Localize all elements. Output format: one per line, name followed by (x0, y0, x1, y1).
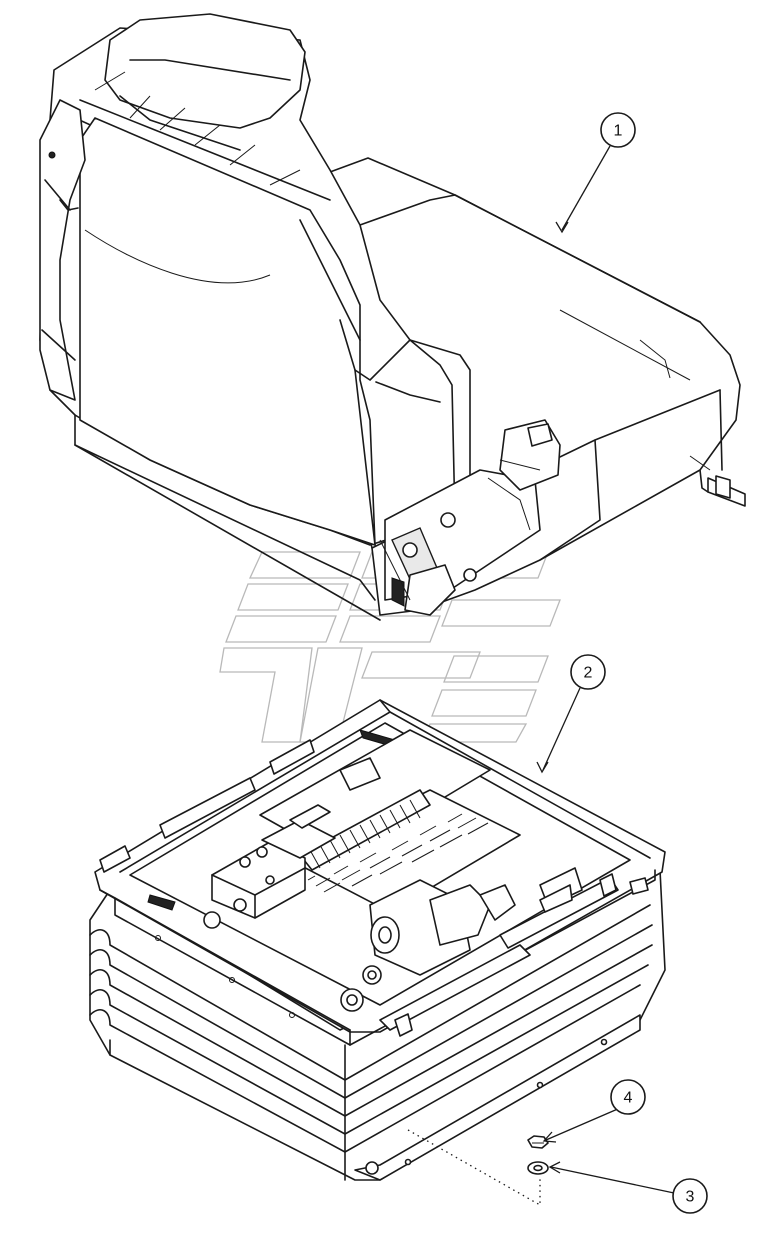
washer-icon (527, 1161, 549, 1175)
callout-2-label: 2 (584, 665, 593, 682)
callout-4-label: 4 (624, 1090, 633, 1107)
callout-3-label: 3 (686, 1189, 695, 1206)
assembly-path (407, 1129, 541, 1207)
callout-1: 1 (600, 112, 636, 148)
seat-cushion-backrest (39, 13, 746, 621)
callout-2: 2 (570, 654, 606, 690)
callout-4: 4 (610, 1079, 646, 1115)
seat-suspension-base (89, 699, 666, 1181)
callout-1-label: 1 (614, 123, 623, 140)
callout-3: 3 (672, 1178, 708, 1214)
hex-nut-icon (527, 1135, 549, 1149)
leader-lines (536, 145, 675, 1194)
